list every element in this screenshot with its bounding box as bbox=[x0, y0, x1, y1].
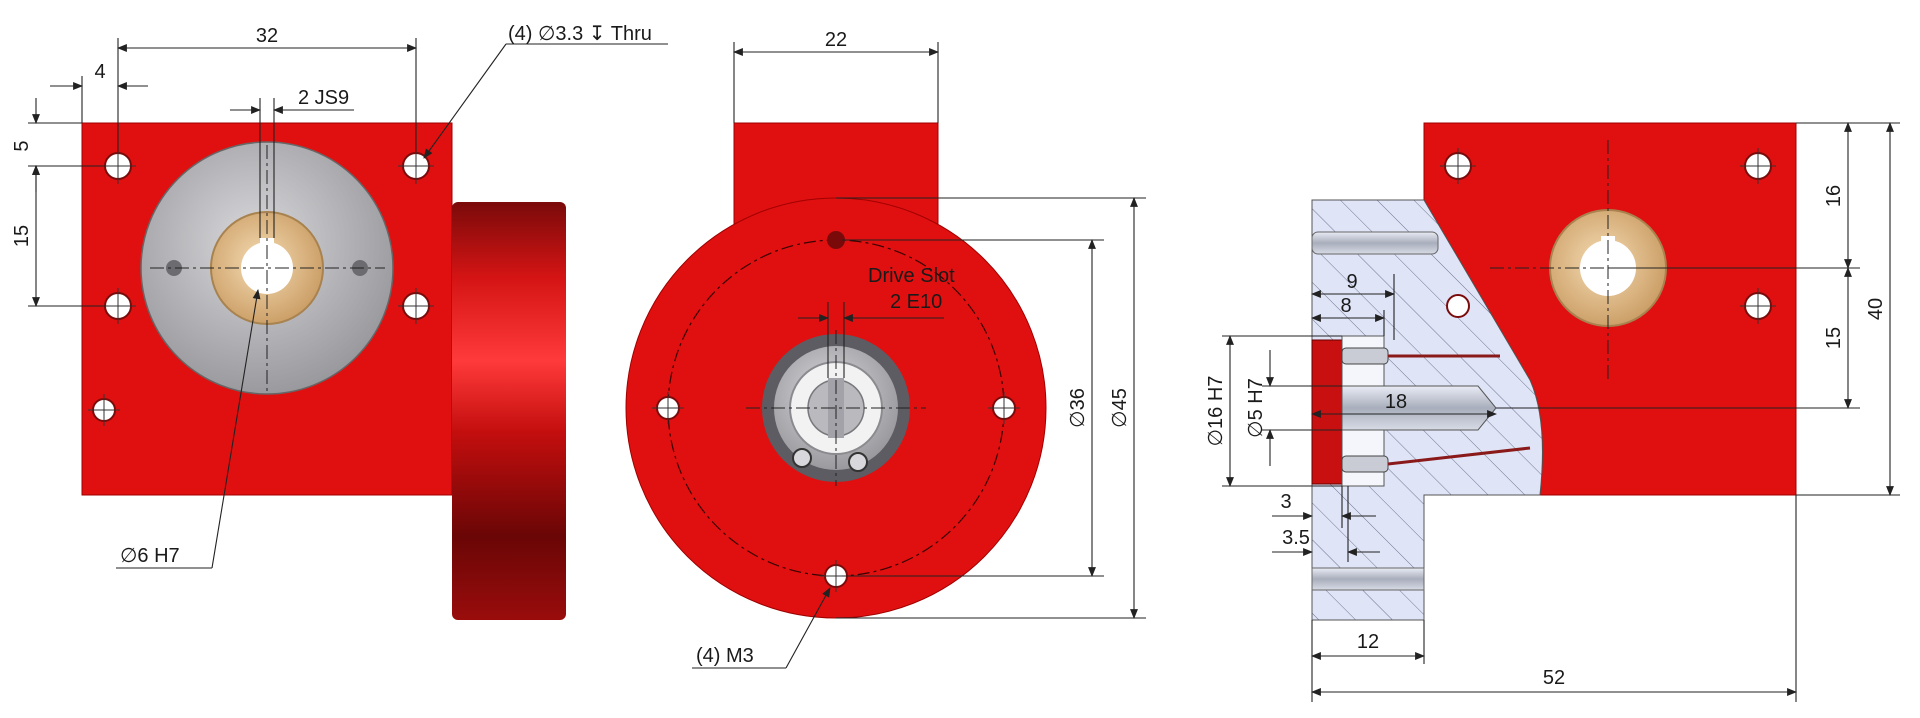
side-hole-top bbox=[827, 231, 845, 249]
front-bore bbox=[241, 242, 293, 294]
side-dim-pitch-dia: ∅36 bbox=[1067, 388, 1089, 428]
side-view: 22 Drive Slot 2 E10 ∅36 ∅45 (4) M3 bbox=[625, 29, 1146, 669]
section-dim-16: 16 bbox=[1823, 185, 1845, 207]
front-dim-edge-y: 5 bbox=[11, 140, 33, 151]
section-dim-3-5: 3.5 bbox=[1282, 527, 1310, 549]
section-hub bbox=[1311, 339, 1343, 485]
side-drive-slot-value: 2 E10 bbox=[890, 291, 942, 313]
side-thread-callout: (4) M3 bbox=[696, 645, 754, 667]
section-dim-8: 8 bbox=[1340, 295, 1351, 317]
front-view: 32 4 5 15 2 JS9 (4) ∅3.3 ↧ Thru ∅6 H7 bbox=[11, 23, 668, 620]
section-dim-bore5: ∅5 H7 bbox=[1245, 378, 1267, 438]
front-hole-callout: (4) ∅3.3 ↧ Thru bbox=[508, 23, 652, 45]
section-dim-12: 12 bbox=[1357, 631, 1379, 653]
section-pin-bottom bbox=[1311, 567, 1425, 591]
section-dim-52: 52 bbox=[1543, 667, 1565, 689]
side-clip-left bbox=[792, 448, 812, 468]
section-dim-3: 3 bbox=[1280, 491, 1291, 513]
section-screw-top bbox=[1341, 347, 1389, 365]
section-dim-15: 15 bbox=[1823, 327, 1845, 349]
front-dim-edge-x: 4 bbox=[94, 61, 105, 83]
front-side-cylinder bbox=[452, 202, 566, 620]
section-dim-bore16: ∅16 H7 bbox=[1205, 376, 1227, 447]
front-bore-callout: ∅6 H7 bbox=[120, 545, 180, 567]
side-dim-width: 22 bbox=[825, 29, 847, 51]
section-hole-ml bbox=[1446, 294, 1470, 318]
side-dim-outer-dia: ∅45 bbox=[1109, 388, 1131, 428]
section-dim-18: 18 bbox=[1385, 391, 1407, 413]
section-pin-top bbox=[1311, 231, 1439, 255]
front-dim-width: 32 bbox=[256, 25, 278, 47]
front-screw-left bbox=[166, 260, 182, 276]
section-view: 9 8 18 ∅16 H7 ∅5 H7 3 3.5 12 bbox=[1205, 122, 1900, 702]
side-clip-right bbox=[848, 452, 868, 472]
front-dim-keyway: 2 JS9 bbox=[298, 87, 349, 109]
front-dim-hole-spacing: 15 bbox=[11, 225, 33, 247]
section-screw-bottom bbox=[1341, 455, 1389, 473]
section-shaft bbox=[1341, 385, 1497, 431]
section-dim-40: 40 bbox=[1865, 298, 1887, 320]
section-dim-9: 9 bbox=[1346, 271, 1357, 293]
side-drive-slot-title: Drive Slot bbox=[868, 265, 955, 287]
